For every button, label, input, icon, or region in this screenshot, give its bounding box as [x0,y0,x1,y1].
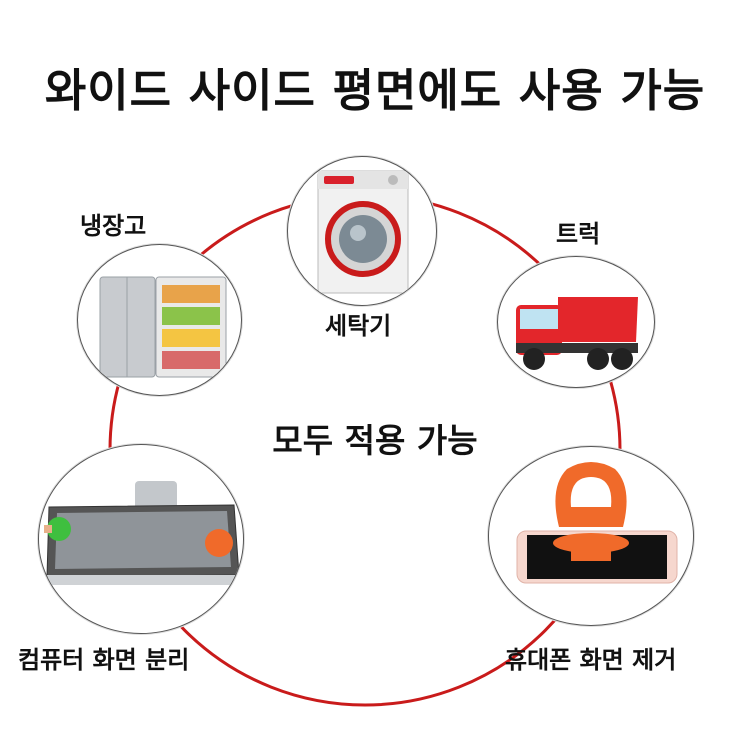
center-text: 모두 적용 가능 [272,421,478,460]
computer-label: 컴퓨터 화면 분리 [18,646,190,674]
truck-label: 트럭 [556,220,601,248]
washing-machine-photo [287,156,437,306]
refrigerator-photo [77,244,242,396]
page-title: 와이드 사이드 평면에도 사용 가능 [44,64,706,117]
computer-photo [38,444,244,634]
refrigerator-label: 냉장고 [80,212,147,240]
washing-machine-label: 세탁기 [325,312,392,340]
phone-label: 휴대폰 화면 제거 [505,646,677,674]
truck-photo [497,256,655,388]
phone-photo [488,446,694,626]
